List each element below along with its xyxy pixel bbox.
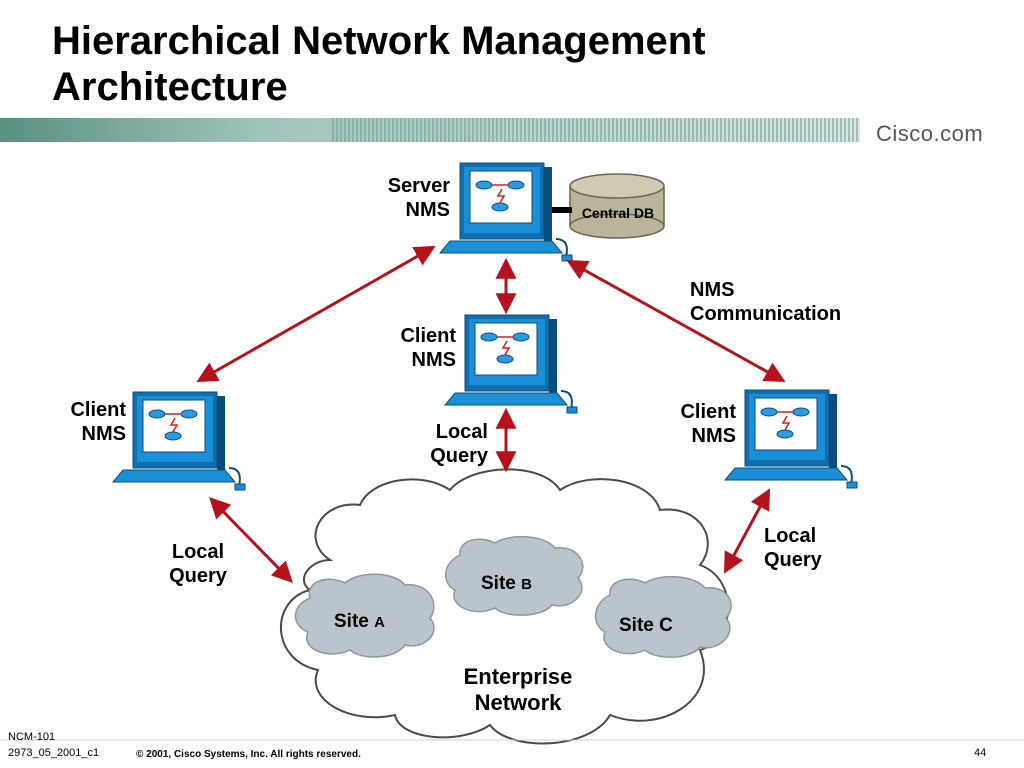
client-right-line2: NMS <box>691 425 736 447</box>
arrow-server-client-right <box>566 259 786 383</box>
query-center-label: Local Query <box>392 420 488 468</box>
arrow-left-query <box>209 496 293 584</box>
client-right-line1: Client <box>680 401 736 423</box>
client-right-computer-icon <box>724 389 858 489</box>
client-center-label: Client NMS <box>360 324 456 372</box>
enterprise-line1: Enterprise <box>463 664 573 689</box>
slide-title-line2: Architecture <box>52 65 288 109</box>
site-b-label: Site B <box>481 572 532 597</box>
footer-code: 2973_05_2001_c1 <box>8 747 100 759</box>
central-db-label: Central DB <box>581 205 655 221</box>
nms-comm-line2: Communication <box>690 303 842 325</box>
footer-copyright: © 2001, Cisco Systems, Inc. All rights r… <box>136 749 361 760</box>
client-left-computer-icon <box>112 391 246 491</box>
client-right-label: Client NMS <box>640 400 736 448</box>
brand-logo: Cisco.com <box>876 121 984 146</box>
server-label-line1: Server <box>387 175 450 197</box>
slide-title-line1: Hierarchical Network Management <box>52 19 706 63</box>
query-left-line2: Query <box>169 565 227 587</box>
arrow-right-query <box>724 488 770 574</box>
site-b-cloud <box>445 535 584 616</box>
site-c-cloud <box>595 575 732 658</box>
query-right-line1: Local <box>764 525 817 547</box>
server-label-line2: NMS <box>405 199 450 221</box>
server-nms-label: Server NMS <box>352 174 450 222</box>
client-center-line1: Client <box>400 325 456 347</box>
site-a-label: Site A <box>334 610 385 635</box>
client-left-label: Client NMS <box>30 398 126 446</box>
site-c-label: Site C <box>619 615 673 636</box>
enterprise-network-label: Enterprise Network <box>448 664 588 716</box>
nms-comm-line1: NMS <box>690 279 735 301</box>
footer-course: NCM-101 <box>8 731 56 743</box>
query-right-line2: Query <box>764 549 822 571</box>
client-left-line1: Client <box>70 399 126 421</box>
header-stripes <box>330 118 860 142</box>
slide-title: Hierarchical Network Management Architec… <box>52 18 952 110</box>
client-left-line2: NMS <box>81 423 126 445</box>
site-a-cloud <box>294 573 435 658</box>
client-center-computer-icon <box>444 314 578 414</box>
query-center-line2: Query <box>430 445 488 467</box>
query-right-label: Local Query <box>764 524 822 572</box>
page-number: 44 <box>974 747 987 759</box>
client-center-line2: NMS <box>411 349 456 371</box>
site-a-letter: A <box>374 614 385 631</box>
query-left-line1: Local <box>171 541 225 563</box>
enterprise-line2: Network <box>474 690 562 715</box>
arrow-server-client-left <box>196 245 436 383</box>
query-left-label: Local Query <box>150 540 246 588</box>
site-b-name: Site <box>481 573 516 594</box>
query-center-line1: Local <box>435 421 488 443</box>
site-b-letter: B <box>521 576 532 593</box>
database-icon <box>569 173 665 239</box>
site-a-name: Site <box>334 611 369 632</box>
nms-communication-label: NMS Communication <box>690 278 841 326</box>
